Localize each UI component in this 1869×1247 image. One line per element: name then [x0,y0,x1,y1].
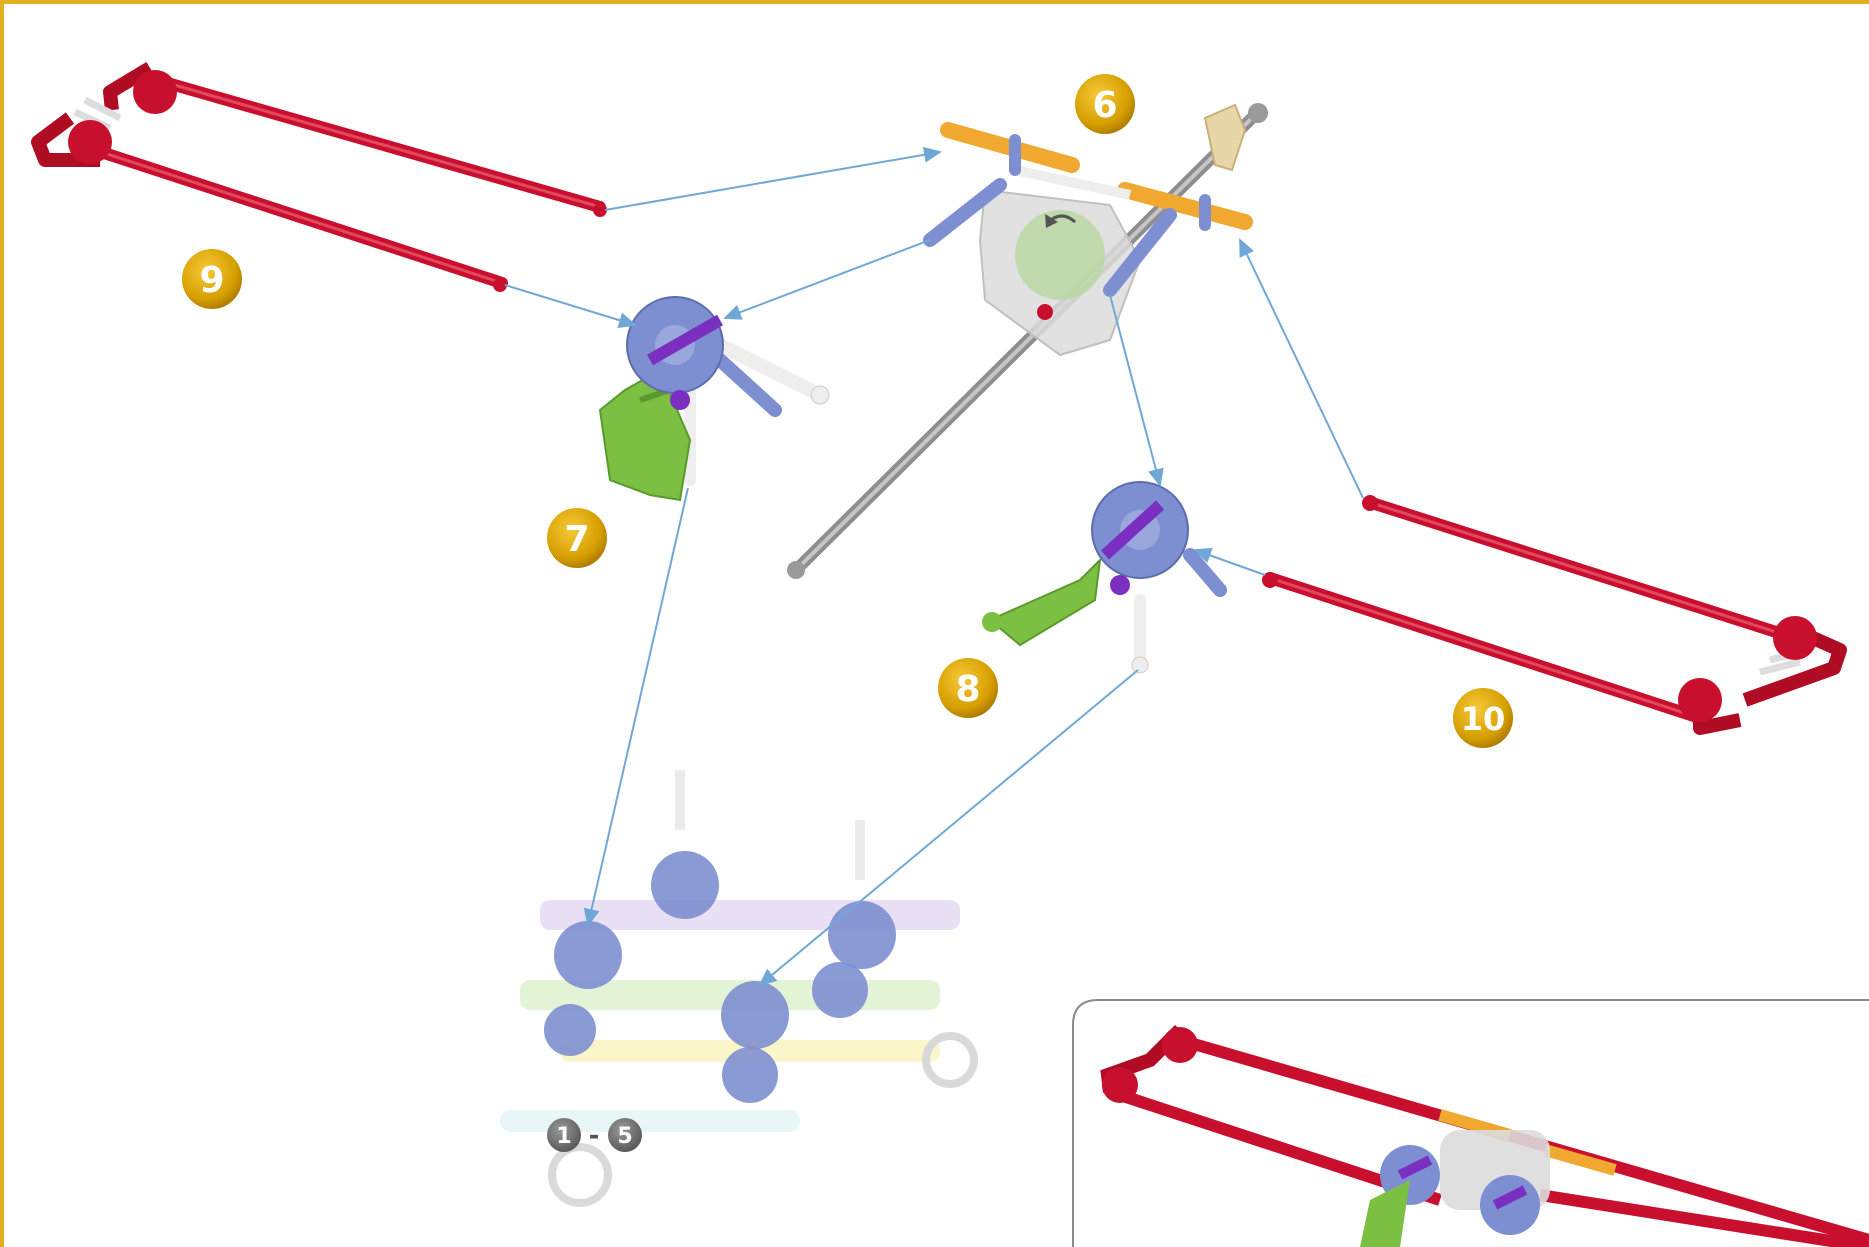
previous-step-separator: - [589,1121,600,1151]
arrow-9-to-6 [604,146,942,211]
svg-text:9: 9 [199,260,224,301]
rotate-arrow-icon [1045,214,1077,228]
arrow-8-to-base [758,669,1139,987]
previous-step-from: 1 [556,1124,571,1149]
svg-text:8: 8 [955,669,980,710]
step-badge-9: 9 [182,249,242,309]
assembly-arrows [504,146,1364,987]
step-badge-6: 6 [1075,74,1135,134]
arrow-10-to-6 [1239,238,1364,499]
connector-part-7 [598,296,830,502]
arrow-7-to-base [583,487,689,927]
gearbox-part-6 [787,103,1268,579]
connector-part-8 [982,481,1227,674]
arrow-6-to-7 [723,239,931,320]
base-model-connectors [544,851,896,1103]
arrow-6-to-8 [1109,294,1164,487]
step-badge-8: 8 [938,658,998,718]
svg-text:6: 6 [1092,85,1117,126]
svg-text:10: 10 [1461,700,1506,738]
red-frame-part-9 [31,61,607,292]
step-badge-10: 10 [1453,688,1513,748]
red-frame-part-10 [1262,495,1847,735]
base-model-steps-1-5 [500,770,978,1207]
step-badge-7: 7 [547,508,607,568]
previous-steps-marker: 1 - 5 [547,1118,642,1152]
previous-step-to: 5 [617,1124,632,1149]
completed-model-inset [1072,999,1869,1247]
svg-text:7: 7 [564,519,589,560]
arrow-9-to-7 [504,284,637,328]
arrow-10-to-8 [1193,547,1266,576]
